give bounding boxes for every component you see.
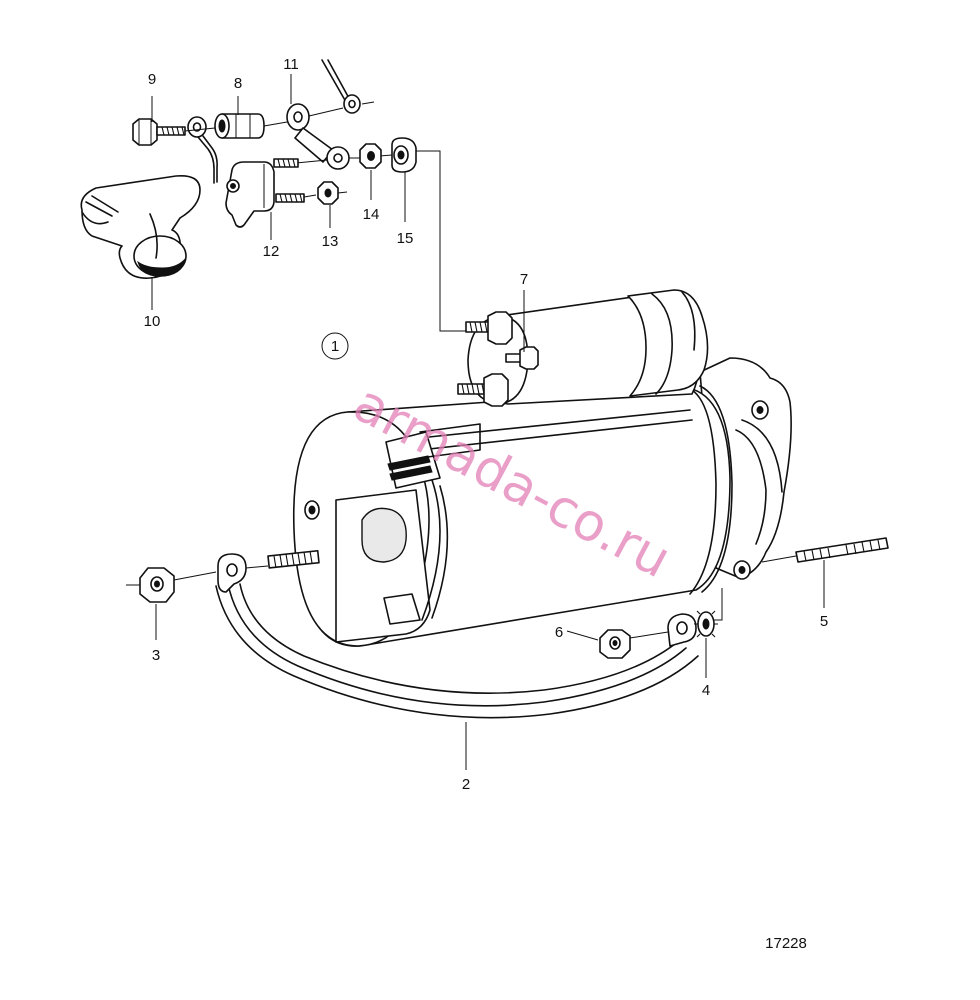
part-5-stud-bolt <box>761 537 889 563</box>
part-9-cap-screw <box>132 118 186 146</box>
solenoid-terminal-top <box>465 311 513 345</box>
part-13-hex-nut <box>317 181 339 205</box>
solenoid-terminal-bottom <box>457 373 509 407</box>
solenoid-terminal-small <box>505 346 539 370</box>
part-3-flange-nut <box>126 567 217 603</box>
starter-motor <box>292 289 792 647</box>
ring-terminal-small <box>187 116 218 184</box>
callout-15: 15 <box>397 230 414 247</box>
part-4-lock-washer <box>694 588 723 638</box>
callout-13: 13 <box>322 233 339 250</box>
part-14-hex-nut <box>359 143 382 169</box>
callout-9: 9 <box>148 71 156 88</box>
assembly-center-lines <box>184 101 470 332</box>
callout-14: 14 <box>363 206 380 223</box>
callout-labels: 9 8 11 12 13 14 15 10 7 3 6 4 5 2 <box>144 56 829 793</box>
view-marker: 1 <box>321 332 349 360</box>
callout-11: 11 <box>283 56 299 73</box>
callout-8: 8 <box>234 75 242 92</box>
callout-10: 10 <box>144 313 161 330</box>
callout-7: 7 <box>520 271 528 288</box>
part-10-rubber-cover <box>80 174 201 279</box>
callout-2: 2 <box>462 776 470 793</box>
part-11-cable-link <box>286 59 361 170</box>
part-15-protective-cap <box>391 137 417 173</box>
callout-4: 4 <box>702 682 710 699</box>
callout-leaders <box>151 74 825 770</box>
callout-6: 6 <box>555 624 563 641</box>
view-marker-label: 1 <box>331 338 339 355</box>
cap-stud <box>245 549 320 569</box>
figure-number: 17228 <box>765 935 807 952</box>
callout-5: 5 <box>820 613 828 630</box>
part-8-spacer-sleeve <box>214 113 265 139</box>
callout-3: 3 <box>152 647 160 664</box>
part-2-earth-cable <box>215 553 699 719</box>
part-6-flange-nut <box>599 629 669 659</box>
callout-12: 12 <box>263 243 280 260</box>
part-12-terminal-block <box>225 158 305 228</box>
